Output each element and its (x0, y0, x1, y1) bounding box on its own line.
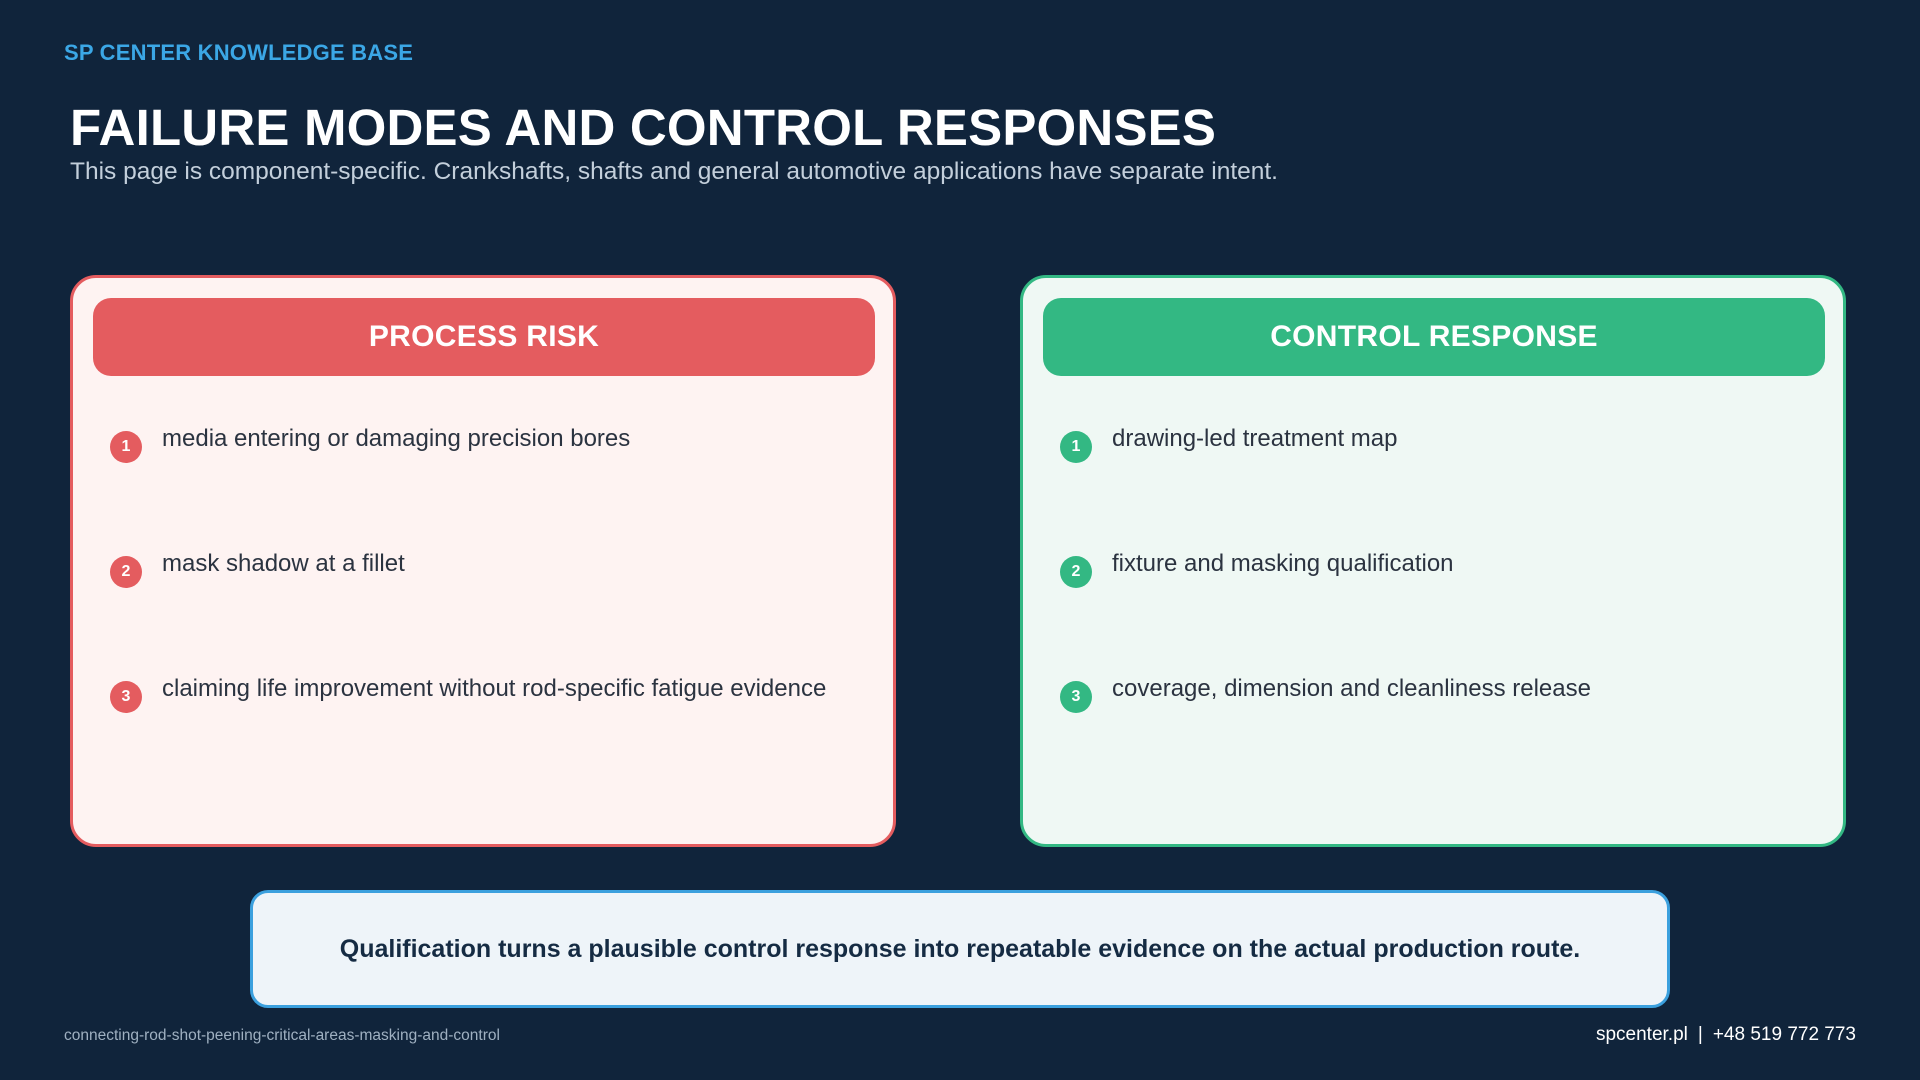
risk-item-2: 2 mask shadow at a fillet (110, 548, 405, 588)
control-response-card: CONTROL RESPONSE 1 drawing-led treatment… (1020, 275, 1846, 847)
number-badge: 2 (110, 556, 142, 588)
page-title: FAILURE MODES AND CONTROL RESPONSES (70, 99, 1217, 156)
footer-separator: | (1697, 1024, 1703, 1045)
control-item-1: 1 drawing-led treatment map (1060, 423, 1397, 463)
control-item-3: 3 coverage, dimension and cleanliness re… (1060, 673, 1591, 713)
qualification-note: Qualification turns a plausible control … (250, 890, 1670, 1008)
kicker-label: SP CENTER KNOWLEDGE BASE (64, 40, 414, 65)
number-badge: 2 (1060, 556, 1092, 588)
risk-item-3: 3 claiming life improvement without rod-… (110, 673, 826, 713)
website-link[interactable]: spcenter.pl (1595, 1024, 1688, 1045)
page-slug: connecting-rod-shot-peening-critical-are… (64, 1027, 500, 1044)
control-item-text: fixture and masking qualification (1112, 550, 1454, 577)
control-item-text: coverage, dimension and cleanliness rele… (1112, 675, 1591, 702)
control-item-2: 2 fixture and masking qualification (1060, 548, 1454, 588)
control-item-text: drawing-led treatment map (1112, 425, 1398, 452)
page-subtitle: This page is component-specific. Cranksh… (70, 158, 1278, 185)
number-badge: 1 (110, 431, 142, 463)
process-risk-card: PROCESS RISK 1 media entering or damagin… (70, 275, 896, 847)
risk-item-text: claiming life improvement without rod-sp… (162, 675, 827, 702)
control-response-heading: CONTROL RESPONSE (1043, 298, 1825, 376)
phone-number[interactable]: +48 519 772 773 (1712, 1024, 1856, 1045)
number-badge: 3 (110, 681, 142, 713)
process-risk-heading: PROCESS RISK (93, 298, 875, 376)
number-badge: 1 (1060, 431, 1092, 463)
contact-info: spcenter.pl | +48 519 772 773 (1596, 1024, 1856, 1046)
risk-item-1: 1 media entering or damaging precision b… (110, 423, 630, 463)
number-badge: 3 (1060, 681, 1092, 713)
risk-item-text: media entering or damaging precision bor… (162, 425, 631, 452)
risk-item-text: mask shadow at a fillet (162, 550, 405, 577)
qualification-note-text: Qualification turns a plausible control … (339, 934, 1581, 963)
